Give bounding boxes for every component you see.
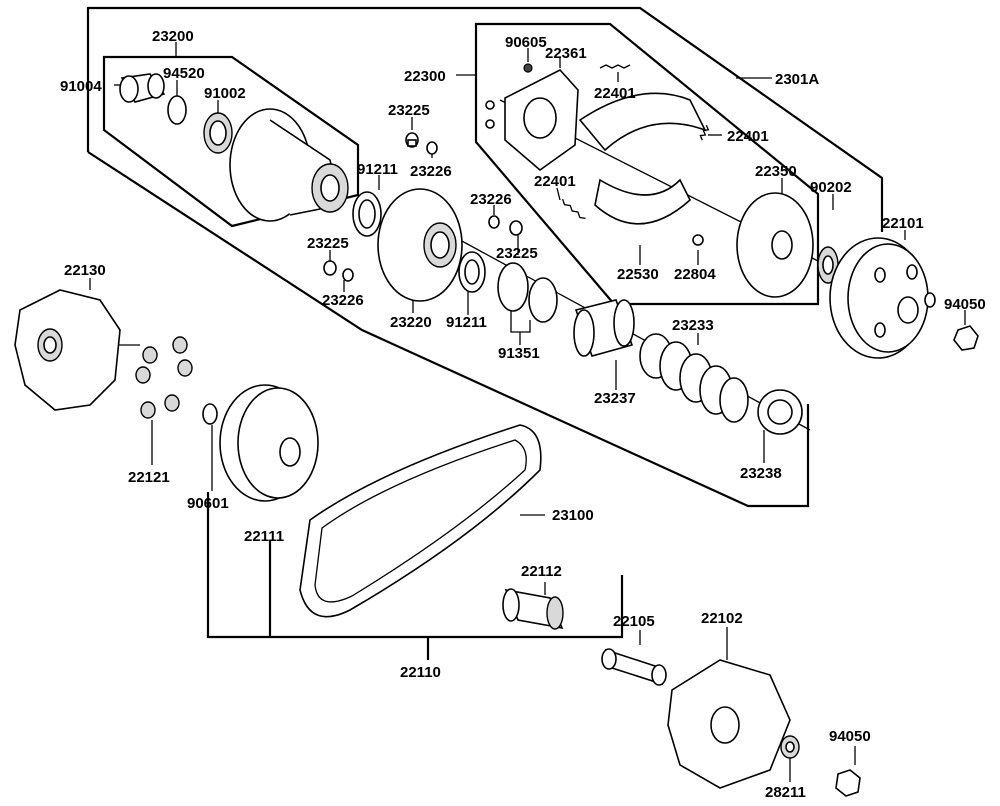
part-91351-oring-b xyxy=(528,277,558,323)
part-nut-upper xyxy=(485,100,495,110)
label-91002: 91002 xyxy=(204,85,246,102)
label-22130: 22130 xyxy=(64,262,106,279)
label-22121: 22121 xyxy=(128,469,170,486)
part-90601-clip xyxy=(202,403,218,425)
label-23200: 23200 xyxy=(152,28,194,45)
label-22401-right: 22401 xyxy=(727,128,769,145)
label-22112: 22112 xyxy=(521,563,562,580)
part-22401-spring-top xyxy=(599,64,631,69)
part-23220-sliding-sheave xyxy=(377,188,463,302)
part-23226-pin-upper xyxy=(426,141,438,155)
part-23226-pin-left xyxy=(342,268,354,282)
part-91211-seal-lower xyxy=(458,251,486,293)
label-22401-lower: 22401 xyxy=(534,173,576,190)
part-23237-collar xyxy=(573,299,635,357)
part-22401-spring-lower xyxy=(561,198,586,220)
label-22105: 22105 xyxy=(613,613,655,630)
label-22530: 22530 xyxy=(617,266,659,283)
label-91004: 91004 xyxy=(60,78,102,95)
label-94050-upper: 94050 xyxy=(944,296,986,313)
part-22112-collar xyxy=(502,588,564,630)
part-23225-pin-left xyxy=(323,260,337,276)
label-22101: 22101 xyxy=(882,215,924,232)
label-22361: 22361 xyxy=(545,45,587,62)
label-91211-upper: 91211 xyxy=(357,161,398,178)
part-22101-clutch-bell xyxy=(829,237,936,359)
label-90605: 90605 xyxy=(505,34,547,51)
part-23225-pin-upper xyxy=(405,132,419,148)
assembly-outline-22300 xyxy=(474,22,820,306)
assembly-outline-2301A xyxy=(86,6,884,508)
part-91004-bush xyxy=(119,73,166,103)
part-22530-clutch-shoes xyxy=(578,92,707,225)
label-23100: 23100 xyxy=(552,507,594,524)
part-28211-washer xyxy=(780,735,800,759)
assembly-outline-22110 xyxy=(206,492,624,639)
part-22102-fan xyxy=(667,659,791,789)
part-22361-plate xyxy=(504,69,579,172)
part-22401-spring-right xyxy=(699,124,710,141)
label-90202: 90202 xyxy=(810,179,852,196)
label-90601: 90601 xyxy=(187,495,229,512)
label-23225-left: 23225 xyxy=(307,235,349,252)
part-22121-rollers xyxy=(135,336,193,419)
part-22350-drive-plate xyxy=(736,192,814,298)
label-23226-upper: 23226 xyxy=(410,163,452,180)
part-91211-seal-upper xyxy=(352,191,382,237)
part-94050-nut-upper xyxy=(953,325,979,351)
label-22110: 22110 xyxy=(400,664,441,681)
part-94050-nut-lower xyxy=(835,769,861,797)
label-91351: 91351 xyxy=(498,345,540,362)
label-23233: 23233 xyxy=(672,317,714,334)
part-nut-lower xyxy=(485,119,495,129)
part-23100-drive-belt xyxy=(299,424,542,618)
part-23233-spring xyxy=(639,333,749,423)
part-91002-bearing xyxy=(203,112,233,154)
part-labels: 23200 91004 94520 91002 23225 23226 9121… xyxy=(60,28,986,801)
label-2301A: 2301A xyxy=(775,71,819,88)
part-22111-drive-face xyxy=(219,384,319,502)
assembly-outline-23200 xyxy=(102,55,360,228)
label-23225-right: 23225 xyxy=(496,245,538,262)
part-22130-variator xyxy=(14,289,121,411)
label-23238: 23238 xyxy=(740,465,782,482)
label-23220: 23220 xyxy=(390,314,432,331)
part-23226-pin-right xyxy=(488,215,500,229)
label-28211: 28211 xyxy=(765,784,806,801)
part-94520-circlip xyxy=(167,95,187,125)
part-90605-nut xyxy=(523,63,533,73)
label-22401-top: 22401 xyxy=(594,85,636,102)
part-91351-oring-a xyxy=(497,262,529,312)
label-22350: 22350 xyxy=(755,163,797,180)
label-91211-lower: 91211 xyxy=(446,314,487,331)
part-23200-pulley-housing xyxy=(229,108,349,222)
label-23226-left: 23226 xyxy=(322,292,364,309)
leader-lines xyxy=(89,42,966,782)
part-22105-spacer xyxy=(601,648,667,686)
label-22111: 22111 xyxy=(244,528,284,545)
label-22300: 22300 xyxy=(404,68,446,85)
label-23237: 23237 xyxy=(594,390,636,407)
label-94520: 94520 xyxy=(163,65,205,82)
label-23226-right: 23226 xyxy=(470,191,512,208)
label-22102: 22102 xyxy=(701,610,743,627)
part-23238-spring-seat xyxy=(757,389,803,435)
part-22804-nut xyxy=(692,234,704,246)
label-22804: 22804 xyxy=(674,266,716,283)
label-94050-lower: 94050 xyxy=(829,728,871,745)
label-23225-upper: 23225 xyxy=(388,102,430,119)
part-23225-pin-right xyxy=(509,220,523,236)
